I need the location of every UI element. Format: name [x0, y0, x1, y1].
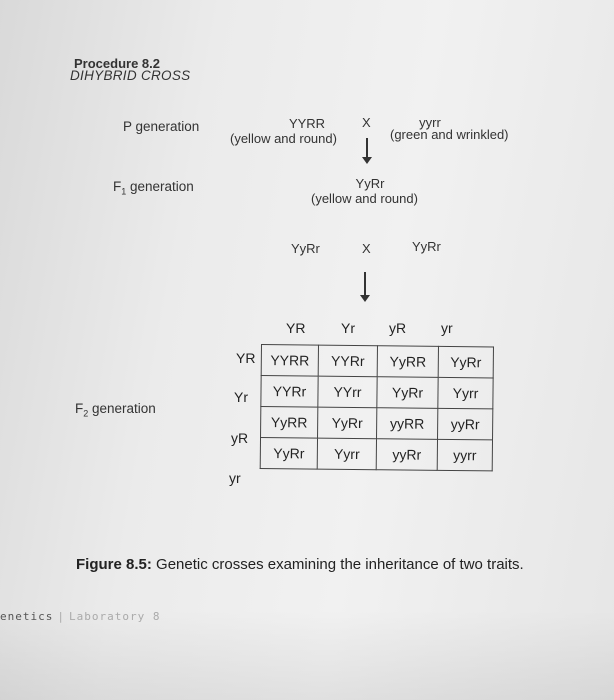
- punnett-cell: YyRr: [260, 437, 318, 470]
- f1-genotype: YyRr: [355, 176, 385, 191]
- punnett-cell: yyRR: [376, 407, 438, 440]
- punnett-cell: Yyrr: [437, 377, 494, 409]
- punnett-row: YyRR YyRr yyRR yyRr: [260, 406, 493, 440]
- punnett-col-header: YR: [286, 320, 306, 336]
- punnett-cell: YYRr: [318, 345, 378, 377]
- punnett-cell: YYrr: [317, 376, 378, 408]
- punnett-cell: YYRR: [261, 344, 319, 377]
- punnett-cell: YyRr: [376, 376, 439, 409]
- punnett-square: YYRR YYRr YyRR YyRr YYRr YYrr YyRr Yyrr …: [260, 344, 494, 471]
- procedure-title: Procedure 8.2: [74, 56, 160, 71]
- punnett-col-header: Yr: [341, 320, 355, 336]
- footer-separator: |: [57, 610, 65, 623]
- punnett-row: YyRr Yyrr yyRr yyrr: [260, 437, 493, 471]
- punnett-col-header: yr: [441, 320, 453, 336]
- f2-generation-label: F2 generation: [75, 401, 156, 419]
- figure-label: Figure 8.5:: [76, 556, 152, 573]
- page-shadow: [0, 610, 614, 700]
- f1-cross-symbol: X: [362, 241, 371, 256]
- f1-phenotype: (yellow and round): [311, 191, 418, 206]
- parent2-phenotype: (green and wrinkled): [390, 127, 509, 142]
- figure-caption: Figure 8.5: Genetic crosses examining th…: [76, 556, 576, 573]
- punnett-cell: yyRr: [376, 438, 438, 471]
- f1-generation-label: F1 generation: [113, 179, 194, 197]
- punnett-cell: yyrr: [437, 439, 493, 471]
- parent2-genotype: yyrr: [419, 115, 441, 130]
- punnett-cell: YyRR: [377, 345, 439, 378]
- figure-caption-text: Genetic crosses examining the inheritanc…: [151, 556, 524, 573]
- down-arrow-icon: [360, 272, 370, 302]
- footer-section: Laboratory 8: [68, 610, 161, 623]
- punnett-row-header: yr: [229, 470, 241, 486]
- punnett-cell: Yyrr: [317, 438, 377, 470]
- procedure-subtitle: DIHYBRID CROSS: [70, 68, 191, 83]
- footer-book: enetics: [0, 610, 54, 623]
- f1-cross-right: YyRr: [412, 239, 441, 254]
- punnett-row-header: yR: [231, 430, 249, 446]
- punnett-cell: YYRr: [260, 375, 319, 408]
- p-cross-symbol: X: [362, 115, 371, 130]
- punnett-row: YYRr YYrr YyRr Yyrr: [260, 375, 494, 409]
- parent1-phenotype: (yellow and round): [230, 131, 337, 146]
- punnett-cell: YyRr: [317, 407, 377, 439]
- punnett-cell: YyRR: [260, 406, 318, 439]
- f1-cross-left: YyRr: [291, 241, 320, 256]
- p-generation-label: P generation: [123, 119, 200, 134]
- page-footer: enetics|Laboratory 8: [0, 610, 160, 623]
- punnett-cell: yyRr: [437, 408, 493, 440]
- punnett-cell: YyRr: [438, 346, 494, 378]
- down-arrow-icon: [362, 138, 372, 164]
- parent1-genotype: YYRR: [288, 116, 326, 131]
- punnett-row: YYRR YYRr YyRR YyRr: [261, 344, 494, 378]
- punnett-row-header: YR: [236, 350, 256, 366]
- punnett-row-header: Yr: [234, 389, 248, 405]
- punnett-col-header: yR: [389, 320, 407, 336]
